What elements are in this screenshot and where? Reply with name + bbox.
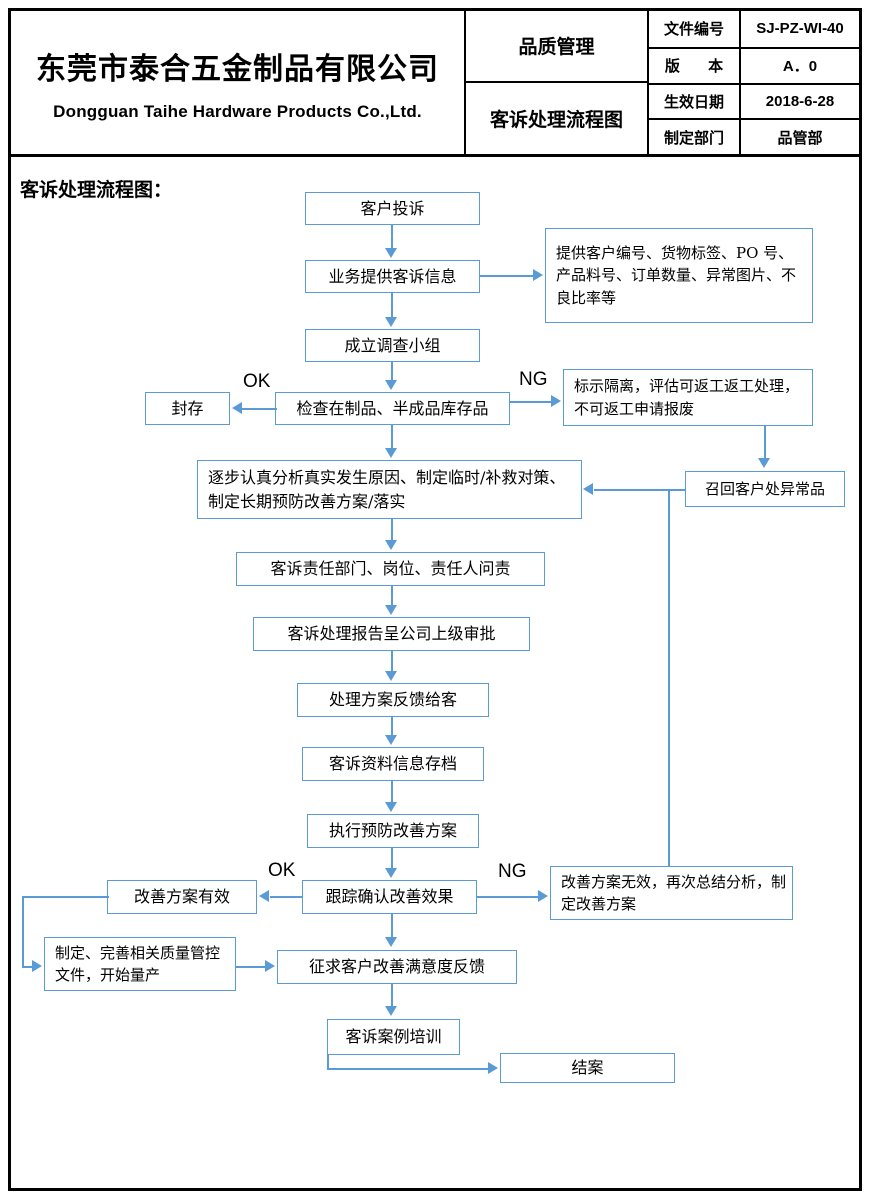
flow-node-plan-invalid[interactable]: 改善方案无效，再次总结分析，制定改善方案 [550, 866, 793, 920]
company-name-en: Dongguan Taihe Hardware Products Co.,Ltd… [53, 101, 422, 121]
connector-training-riser [327, 1055, 329, 1069]
flow-node-training[interactable]: 客诉案例培训 [327, 1019, 460, 1055]
connector-training-to-close [327, 1068, 489, 1070]
document-category: 品质管理 [466, 11, 647, 83]
document-title-cell: 品质管理 客诉处理流程图 [466, 11, 649, 154]
arrowhead-down-execute [385, 802, 397, 812]
meta-label-version: 版 本 [649, 48, 741, 83]
connector-check-stock-to-seal [242, 408, 277, 410]
connector-feedback-to-archive [391, 717, 393, 735]
meta-row-version: 版 本 A．0 [649, 46, 859, 83]
flow-node-responsibility[interactable]: 客诉责任部门、岗位、责任人问责 [236, 552, 545, 586]
connector-plan-invalid-riser [668, 549, 670, 866]
flow-node-provide-info[interactable]: 业务提供客诉信息 [305, 260, 480, 293]
connector-recall-loop-top [668, 489, 686, 491]
flow-node-recall[interactable]: 召回客户处异常品 [685, 471, 845, 507]
edge-label-ok-top: OK [243, 371, 271, 392]
connector-plan-effective-loop-top [22, 896, 109, 898]
arrowhead-down-satisfaction [385, 937, 397, 947]
connector-execute-to-track [391, 848, 393, 868]
arrowhead-right-close [488, 1062, 498, 1074]
arrowhead-down-track [385, 868, 397, 878]
company-identity-cell: 东莞市泰合五金制品有限公司 Dongguan Taihe Hardware Pr… [11, 11, 466, 154]
connector-responsibility-to-report [391, 586, 393, 605]
arrowhead-down-recall [758, 458, 770, 468]
meta-value-department: 品管部 [777, 129, 823, 147]
edge-label-ng-bottom: NG [498, 861, 527, 882]
document-header: 东莞市泰合五金制品有限公司 Dongguan Taihe Hardware Pr… [11, 11, 859, 157]
arrowhead-right-plan-invalid [538, 890, 548, 902]
arrowhead-down-archive [385, 735, 397, 745]
flow-node-track-effect[interactable]: 跟踪确认改善效果 [302, 880, 477, 914]
flow-node-check-stock[interactable]: 检查在制品、半成品库存品 [275, 392, 510, 425]
connector-satisfaction-to-training [391, 984, 393, 1006]
section-title: 客诉处理流程图： [20, 180, 173, 201]
meta-label-doc-number: 文件编号 [649, 11, 741, 47]
arrowhead-right-info-detail [533, 269, 543, 281]
flow-node-info-detail[interactable]: 提供客户编号、货物标签、PO 号、产品料号、订单数量、异常图片、不良比率等 [545, 228, 813, 323]
connector-isolate-to-recall [764, 426, 766, 459]
meta-row-department: 制定部门 品管部 [649, 118, 859, 154]
flow-node-isolate[interactable]: 标示隔离，评估可返工返工处理，不可返工申请报废 [563, 369, 813, 426]
arrowhead-right-satisfaction [265, 960, 275, 972]
company-name-cn: 东莞市泰合五金制品有限公司 [36, 52, 439, 86]
flow-node-setup-team[interactable]: 成立调查小组 [305, 329, 480, 362]
connector-complaint-to-provide-info [391, 225, 393, 250]
meta-label-department: 制定部门 [649, 120, 741, 154]
edge-label-ok-bottom: OK [268, 860, 296, 881]
connector-track-to-plan-effective [270, 896, 302, 898]
connector-check-stock-to-isolate [510, 401, 552, 403]
document-border [8, 8, 862, 1191]
flow-node-execute-plan[interactable]: 执行预防改善方案 [307, 814, 479, 848]
arrowhead-left-seal [232, 402, 242, 414]
connector-recall-loop-vertical [668, 489, 670, 549]
meta-value-doc-number: SJ-PZ-WI-40 [756, 20, 844, 38]
flow-node-complaint[interactable]: 客户投诉 [305, 192, 480, 225]
connector-plan-effective-loop-vertical [22, 896, 24, 968]
flow-node-feedback-customer[interactable]: 处理方案反馈给客 [297, 683, 489, 717]
connector-setup-team-to-check-stock [391, 362, 393, 380]
arrowhead-left-plan-effective [259, 890, 269, 902]
arrowhead-down-training [385, 1006, 397, 1016]
flow-node-analyze[interactable]: 逐步认真分析真实发生原因、制定临时/补救对策、制定长期预防改善方案/落实 [197, 460, 582, 519]
arrowhead-right-isolate [551, 395, 561, 407]
connector-plan-effective-loop-bottom [22, 966, 33, 968]
connector-track-to-satisfaction [391, 914, 393, 938]
meta-value-effective-date: 2018-6-28 [765, 92, 835, 110]
meta-row-effective-date: 生效日期 2018-6-28 [649, 82, 859, 119]
connector-quality-docs-to-satisfaction [236, 966, 266, 968]
arrowhead-down-provide-info [385, 248, 397, 258]
arrowhead-left-analyze [583, 483, 593, 495]
flow-node-report-approval[interactable]: 客诉处理报告呈公司上级审批 [253, 617, 530, 651]
connector-check-stock-to-analyze [391, 425, 393, 448]
edge-label-ng-top: NG [519, 369, 548, 390]
meta-label-effective-date: 生效日期 [649, 84, 741, 119]
connector-provide-info-to-setup-team [391, 293, 393, 317]
connector-recall-loop-horizontal [594, 489, 670, 491]
meta-row-doc-number: 文件编号 SJ-PZ-WI-40 [649, 11, 859, 47]
document-title: 客诉处理流程图 [489, 109, 623, 131]
arrowhead-down-report [385, 605, 397, 615]
connector-analyze-to-responsibility [391, 519, 393, 540]
flow-node-quality-docs[interactable]: 制定、完善相关质量管控文件，开始量产 [44, 937, 236, 991]
arrowhead-right-quality-docs [32, 960, 42, 972]
connector-report-to-feedback [391, 651, 393, 671]
connector-provide-info-to-detail [480, 275, 534, 277]
meta-value-version: A．0 [782, 58, 818, 76]
arrowhead-down-feedback [385, 671, 397, 681]
flow-node-close[interactable]: 结案 [500, 1053, 675, 1083]
flow-node-satisfaction[interactable]: 征求客户改善满意度反馈 [277, 950, 517, 984]
document-meta-table: 文件编号 SJ-PZ-WI-40 版 本 A．0 生效日期 2018-6-28 … [649, 11, 859, 154]
arrowhead-down-setup-team [385, 317, 397, 327]
connector-archive-to-execute [391, 781, 393, 802]
arrowhead-down-responsibility [385, 540, 397, 550]
connector-track-to-plan-invalid [477, 896, 539, 898]
flow-node-seal[interactable]: 封存 [145, 392, 230, 425]
flow-node-archive[interactable]: 客诉资料信息存档 [302, 747, 484, 781]
arrowhead-down-analyze [385, 448, 397, 458]
arrowhead-down-check-stock [385, 380, 397, 390]
flow-node-plan-effective[interactable]: 改善方案有效 [107, 880, 257, 914]
